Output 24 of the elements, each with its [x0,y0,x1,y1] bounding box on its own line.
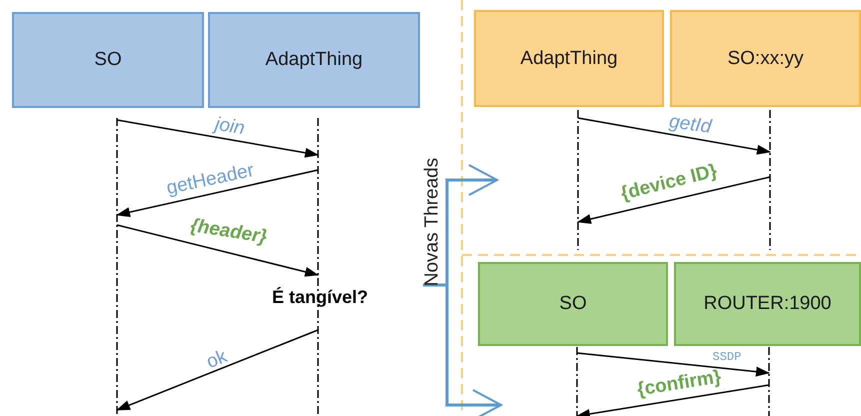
edge-label: SSDP [712,350,742,364]
participant-box: SO:xx:yy [670,10,861,107]
arrow [116,169,318,218]
edge-label: getId [668,111,713,139]
note-text: É tangível? [272,287,368,308]
rotated-label: Novas Threads [420,158,443,286]
arrow [116,329,318,411]
edge-label: {confirm} [636,366,723,402]
arrow [577,176,770,224]
arrow [576,384,770,416]
participant-box: SO [478,262,668,346]
arrow [116,224,319,277]
edge-label: ok [204,346,230,374]
arrow [578,117,771,155]
participant-box: AdaptThing [474,10,664,107]
participant-box: ROUTER:1900 [674,262,861,346]
participant-box: AdaptThing [208,12,420,108]
edge-label: join [213,114,246,140]
edge-label: {header} [188,215,268,249]
edge-label: getHeader [164,160,256,200]
arrow [576,352,770,377]
edge-label: {device ID} [618,160,720,206]
arrow [116,119,319,158]
participant-box: SO [12,12,204,108]
